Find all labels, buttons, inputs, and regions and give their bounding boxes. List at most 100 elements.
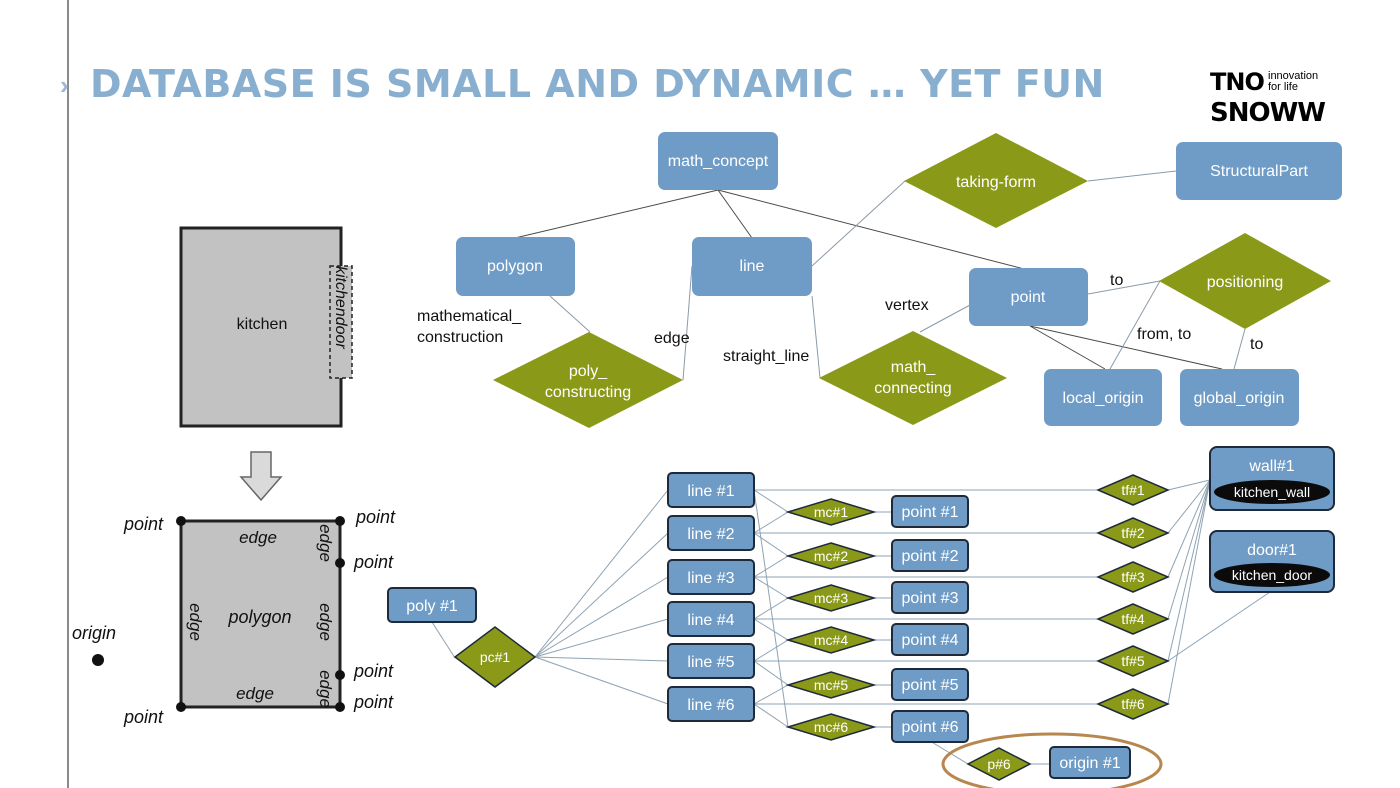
point-label: point	[353, 552, 394, 572]
line-4-label: line #4	[687, 612, 734, 629]
tf-3-instance: tf#3	[1096, 561, 1170, 593]
local-origin-entity: local_origin	[1044, 369, 1162, 426]
math-connecting-relationship: math_ connecting	[819, 331, 1007, 425]
point-3-instance: point #3	[891, 581, 969, 614]
line-6-label: line #6	[687, 697, 734, 714]
to-role-label-2: to	[1250, 336, 1263, 353]
mc-6-instance: mc#6	[785, 713, 877, 741]
poly-constructing-label-2: constructing	[545, 384, 631, 401]
mc-5-instance: mc#5	[785, 671, 877, 699]
pc-1-instance: pc#1	[453, 626, 537, 688]
mathematical-construction-label-1: mathematical_	[417, 308, 522, 325]
p-6-instance: p#6	[966, 747, 1032, 781]
tf-4-instance: tf#4	[1096, 603, 1170, 635]
taking-form-relationship: taking-form	[904, 133, 1088, 228]
tf-3-label: tf#3	[1121, 569, 1145, 585]
mc-1-label: mc#1	[814, 504, 848, 520]
global-origin-label: global_origin	[1194, 390, 1285, 407]
tf-6-label: tf#6	[1121, 696, 1145, 712]
point-label: point	[123, 707, 164, 727]
point-6-instance: point #6	[891, 710, 969, 743]
wall-1-label: wall#1	[1248, 458, 1294, 475]
origin-label: origin	[72, 623, 116, 643]
line-label: line	[740, 258, 765, 275]
line-5-instance: line #5	[667, 643, 755, 679]
chevron-right-icon: ›	[60, 70, 69, 100]
structural-part-entity: StructuralPart	[1176, 142, 1342, 200]
tno-sncwk-logo: TNO innovation for life SNOWW	[1210, 68, 1326, 130]
tf-4-label: tf#4	[1121, 611, 1145, 627]
edge-label-right-bottom: edge	[316, 670, 335, 708]
schema-edge-labels: mathematical_ construction edge straight…	[417, 272, 1263, 365]
point-label: point	[353, 692, 394, 712]
to-role-label: to	[1110, 272, 1123, 289]
point-label: point	[355, 507, 396, 527]
local-origin-label: local_origin	[1063, 390, 1144, 407]
structural-part-label: StructuralPart	[1210, 163, 1308, 180]
line-2-instance: line #2	[667, 515, 755, 551]
line-1-instance: line #1	[667, 472, 755, 508]
vertex-dot	[335, 558, 345, 568]
line-1-label: line #1	[687, 483, 734, 500]
tf-2-instance: tf#2	[1096, 517, 1170, 549]
poly-constructing-label-1: poly_	[569, 363, 608, 380]
math-concept-entity: math_concept	[658, 132, 778, 190]
tf-1-instance: tf#1	[1096, 474, 1170, 506]
from-to-role-label: from, to	[1137, 326, 1191, 343]
slide-title: DATABASE IS SMALL AND DYNAMIC … YET FUN	[90, 62, 1105, 106]
instance-connectors	[431, 479, 1271, 765]
door-1-label: door#1	[1247, 542, 1297, 559]
mc-4-label: mc#4	[814, 632, 848, 648]
positioning-relationship: positioning	[1159, 233, 1331, 329]
polygon-shape	[179, 519, 342, 709]
point-label: point	[1011, 289, 1046, 306]
point-2-instance: point #2	[891, 539, 969, 572]
kitchen-label: kitchen	[237, 316, 288, 333]
edge-label-right: edge	[316, 603, 335, 641]
schema-relationships: taking-form positioning poly_ constructi…	[493, 133, 1331, 428]
tf-2-label: tf#2	[1121, 525, 1145, 541]
tf-5-instance: tf#5	[1096, 645, 1170, 677]
line-3-label: line #3	[687, 570, 734, 587]
point-4-instance: point #4	[891, 623, 969, 656]
point-4-label: point #4	[902, 632, 959, 649]
polygon-label: polygon	[227, 607, 291, 627]
point-1-label: point #1	[902, 504, 959, 521]
math-connecting-label-2: connecting	[874, 380, 951, 397]
kitchen-door-label: kitchen_door	[1232, 567, 1313, 583]
mc-2-instance: mc#2	[785, 542, 877, 570]
line-5-label: line #5	[687, 654, 734, 671]
logo-partner: SNOWW	[1210, 98, 1326, 128]
mc-3-instance: mc#3	[785, 584, 877, 612]
polygon-sketch: polygon edge edge edge edge edge edge po…	[72, 507, 396, 727]
origin-1-instance: origin #1	[1049, 746, 1131, 779]
kitchen-sketch: kitchen kitchendoor	[179, 226, 353, 428]
origin-dot	[92, 654, 104, 666]
global-origin-entity: global_origin	[1180, 369, 1299, 426]
mc-3-label: mc#3	[814, 590, 848, 606]
kitchen-door-shape	[329, 265, 353, 379]
door-1-instance: door#1 kitchen_door	[1209, 530, 1335, 593]
point-label: point	[353, 661, 394, 681]
logo-tagline: innovation for life	[1268, 70, 1319, 93]
line-4-instance: line #4	[667, 601, 755, 637]
vertex-dot	[335, 670, 345, 680]
kitchen-door-label: kitchendoor	[332, 266, 349, 349]
mc-1-instance: mc#1	[785, 498, 877, 526]
vertex-dot	[335, 702, 345, 712]
point-5-label: point #5	[902, 677, 959, 694]
mc-6-label: mc#6	[814, 719, 848, 735]
edge-role-label: edge	[654, 330, 690, 347]
edge-label-bottom: edge	[236, 684, 274, 703]
line-entity: line	[692, 237, 812, 296]
point-2-label: point #2	[902, 548, 959, 565]
polygon-entity: polygon	[456, 237, 575, 296]
edge-label-right-top: edge	[316, 524, 335, 562]
tf-5-label: tf#5	[1121, 653, 1145, 669]
mc-2-label: mc#2	[814, 548, 848, 564]
schema-entities: math_concept polygon line point Structur…	[456, 132, 1342, 426]
poly-1-instance: poly #1	[387, 587, 477, 623]
kitchen-wall-label: kitchen_wall	[1234, 484, 1310, 500]
positioning-label: positioning	[1207, 274, 1284, 291]
